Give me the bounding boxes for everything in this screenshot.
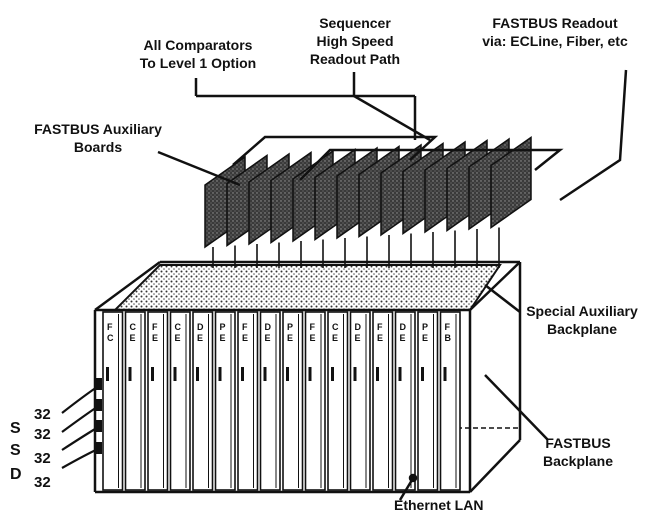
card-label-mid: E (332, 333, 338, 343)
label-special-auxiliary-backplane: Special Auxiliary Backplane (516, 302, 648, 338)
card-label-top: P (220, 322, 226, 332)
input-count-3: 32 (34, 450, 51, 467)
label-sequencer: Sequencer High Speed Readout Path (304, 14, 406, 68)
card-slot: CE (171, 312, 191, 490)
special-auxiliary-backplane (115, 265, 500, 310)
card-connector (399, 367, 402, 381)
card-label-top: D (197, 322, 204, 332)
card-label-top: D (400, 322, 407, 332)
label-ethernet-lan: Ethernet LAN (394, 496, 483, 514)
card-label-mid: E (355, 333, 361, 343)
card-connector (354, 367, 357, 381)
card-label-top: F (242, 322, 248, 332)
card-label-top: C (130, 322, 137, 332)
label-fastbus-backplane: FASTBUS Backplane (528, 434, 628, 470)
card-label-top: D (355, 322, 362, 332)
card-slot: FE (148, 312, 168, 490)
card-connector (421, 367, 424, 381)
card-connector (219, 367, 222, 381)
card-label-top: P (422, 322, 428, 332)
card-connector (196, 367, 199, 381)
card-label-mid: E (220, 333, 226, 343)
card-label-mid: E (197, 333, 203, 343)
card-slot: FE (373, 312, 393, 490)
label-all-comparators: All Comparators To Level 1 Option (124, 36, 272, 72)
card-slot: FB (441, 312, 461, 490)
card-connector (331, 367, 334, 381)
card-slot: FC (103, 312, 123, 490)
card-label-top: D (265, 322, 272, 332)
card-slot: PE (418, 312, 438, 490)
card-label-mid: E (152, 333, 158, 343)
card-label-top: F (310, 322, 316, 332)
card-connector (151, 367, 154, 381)
card-slot: PE (283, 312, 303, 490)
card-label-top: F (152, 322, 158, 332)
card-label-top: P (287, 322, 293, 332)
card-slot: PE (216, 312, 236, 490)
input-count-4: 32 (34, 474, 51, 491)
card-slot: DE (261, 312, 281, 490)
card-slot: DE (193, 312, 213, 490)
card-label-top: F (445, 322, 451, 332)
card-slot: CE (328, 312, 348, 490)
card-connector (174, 367, 177, 381)
card-slot: FE (238, 312, 258, 490)
card-label-top: C (175, 322, 182, 332)
card-label-mid: E (287, 333, 293, 343)
card-label-mid: E (377, 333, 383, 343)
auxiliary-boards (205, 138, 531, 269)
card-label-mid: B (445, 333, 452, 343)
card-label-mid: E (265, 333, 271, 343)
card-connector (444, 367, 447, 381)
card-connector (286, 367, 289, 381)
label-fastbus-auxiliary-boards: FASTBUS Auxiliary Boards (28, 120, 168, 156)
cable-connectors (96, 378, 102, 454)
input-count-1: 32 (34, 406, 51, 423)
card-label-mid: E (175, 333, 181, 343)
input-count-2: 32 (34, 426, 51, 443)
input-letter-d: D (10, 466, 22, 484)
card-label-top: C (332, 322, 339, 332)
card-slot: FE (306, 312, 326, 490)
card-label-mid: E (400, 333, 406, 343)
card-label-mid: E (310, 333, 316, 343)
card-connector (106, 367, 109, 381)
input-letter-s2: S (10, 442, 21, 460)
card-connector (129, 367, 132, 381)
label-fastbus-readout: FASTBUS Readout via: ECLine, Fiber, etc (460, 14, 650, 50)
card-label-top: F (377, 322, 383, 332)
card-connector (309, 367, 312, 381)
card-connector (376, 367, 379, 381)
card-connector (241, 367, 244, 381)
input-letter-s1: S (10, 420, 21, 438)
card-slot: DE (396, 312, 416, 490)
card-connector (264, 367, 267, 381)
card-label-mid: C (107, 333, 114, 343)
card-label-mid: E (422, 333, 428, 343)
card-label-top: F (107, 322, 113, 332)
card-label-mid: E (130, 333, 136, 343)
card-slot: DE (351, 312, 371, 490)
card-slot: CE (126, 312, 146, 490)
card-label-mid: E (242, 333, 248, 343)
